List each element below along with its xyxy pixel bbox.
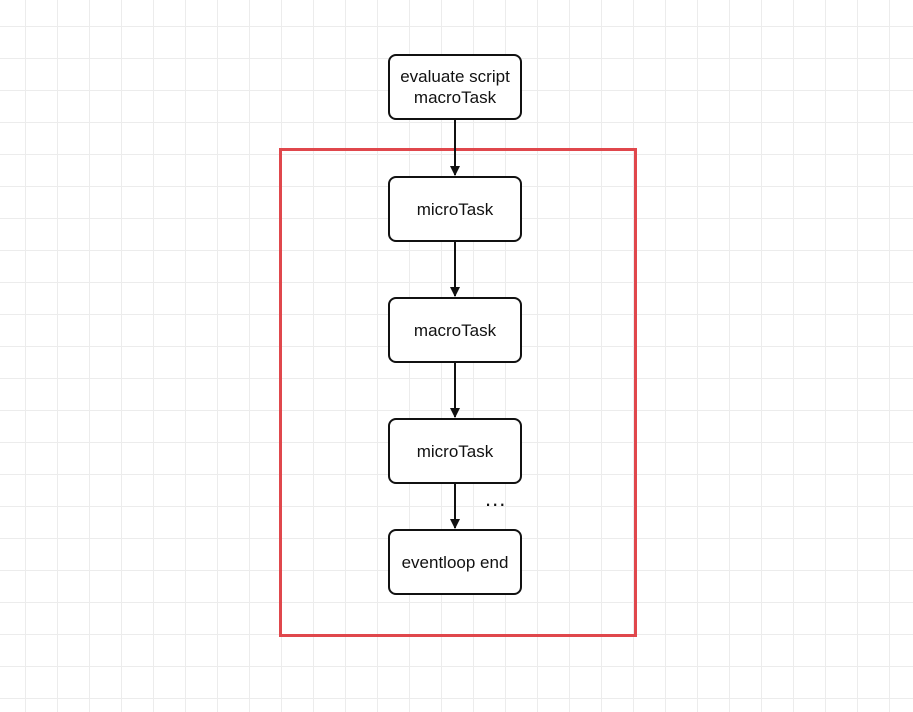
node-evaluate-script-line-2: macroTask <box>413 88 497 107</box>
node-evaluate-script-line-1: evaluate script <box>400 67 510 86</box>
node-microtask-1[interactable]: microTask <box>388 176 522 242</box>
node-macrotask[interactable]: macroTask <box>388 297 522 363</box>
continuation-ellipsis: ... <box>485 486 507 511</box>
node-macrotask-label: macroTask <box>413 320 497 340</box>
node-eventloop-end-label: eventloop end <box>401 552 509 572</box>
node-microtask-2-label: microTask <box>416 441 494 461</box>
node-microtask-2[interactable]: microTask <box>388 418 522 484</box>
event-loop-highlight-box <box>279 148 637 637</box>
node-microtask-1-label: microTask <box>416 199 494 219</box>
node-eventloop-end[interactable]: eventloop end <box>388 529 522 595</box>
node-evaluate-script[interactable]: evaluate script macroTask <box>388 54 522 120</box>
